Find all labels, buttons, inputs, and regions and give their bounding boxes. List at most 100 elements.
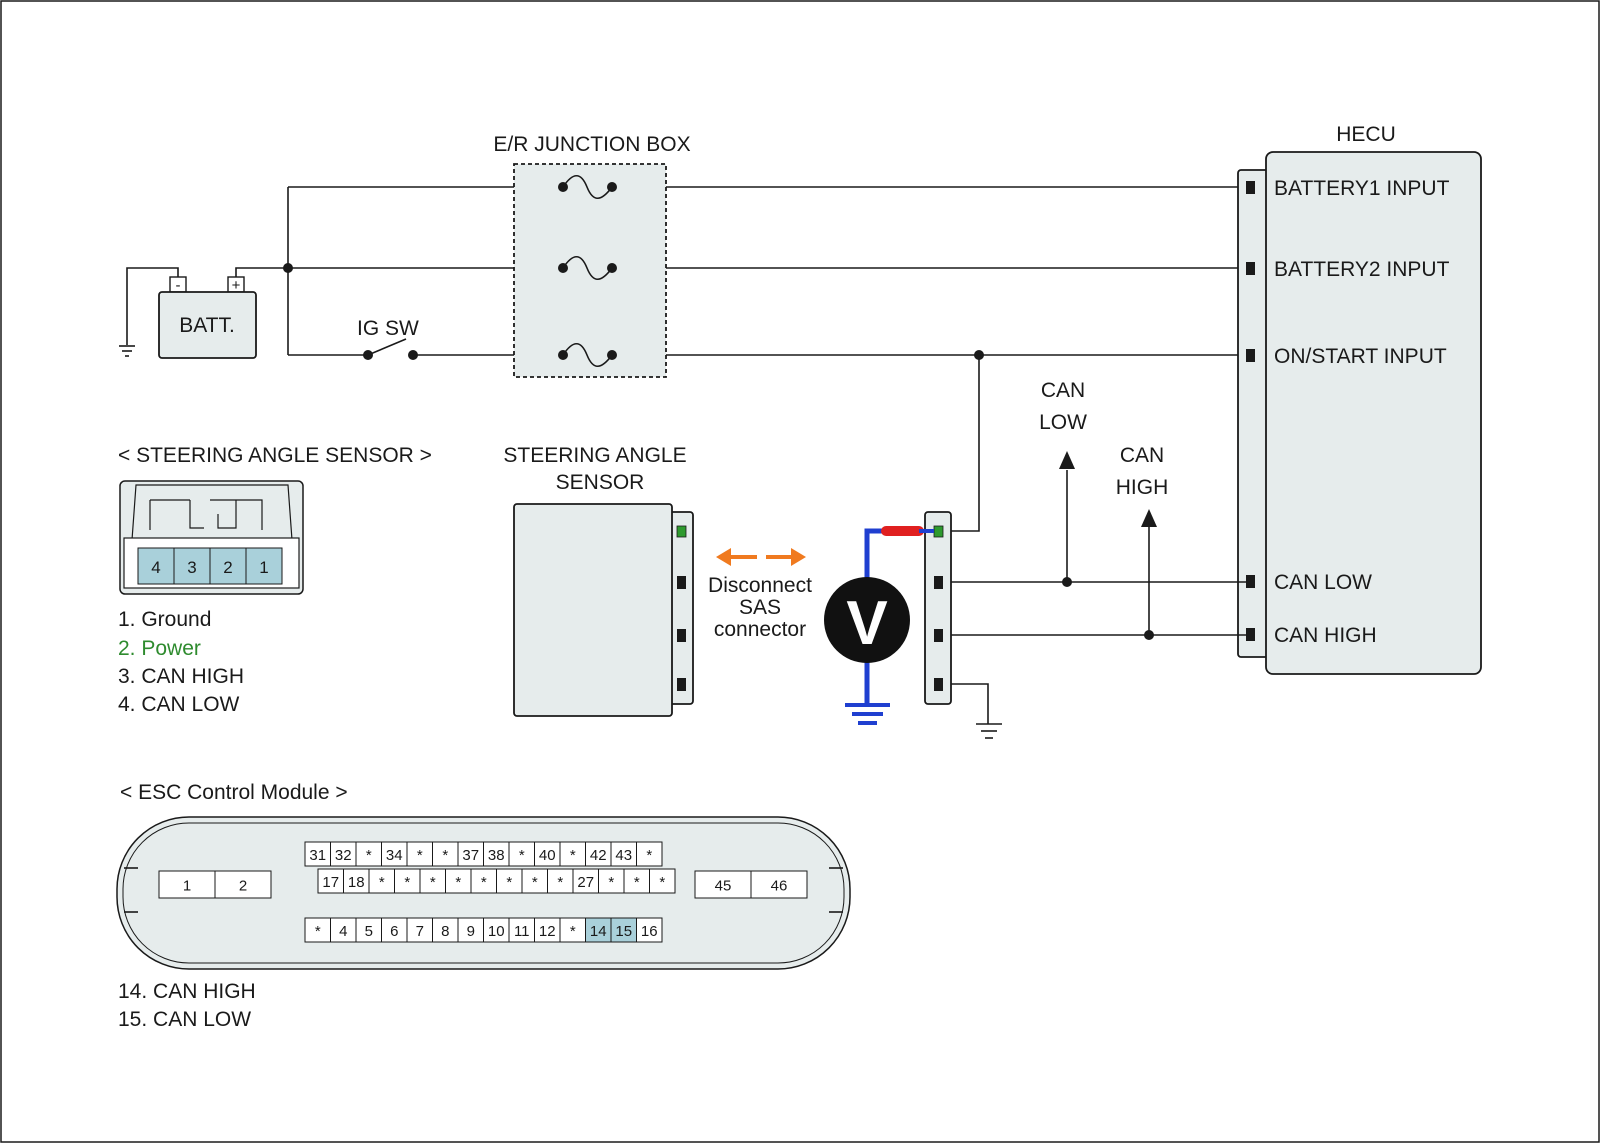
disconnect-note: connector xyxy=(714,618,806,641)
esc-pin-cell xyxy=(521,868,548,894)
esc-pin-45: 45 xyxy=(715,878,732,895)
esc-pin-cell xyxy=(636,917,663,943)
esc-pin-unused: * xyxy=(455,874,461,891)
can-wiring xyxy=(940,451,1250,739)
esc-pin-42: 42 xyxy=(590,847,607,864)
esc-module-title: < ESC Control Module > xyxy=(120,781,348,804)
esc-pin-cell xyxy=(598,868,625,894)
esc-pin-cell xyxy=(750,870,808,899)
esc-pin-11: 11 xyxy=(514,923,530,940)
esc-pin-unused: * xyxy=(430,874,436,891)
esc-pin-10: 10 xyxy=(488,923,505,940)
esc-pin-cell xyxy=(406,841,433,867)
esc-pin-1: 1 xyxy=(183,878,191,895)
esc-pin-cell xyxy=(470,868,497,894)
sas-legend-ground: 1. Ground xyxy=(118,608,211,631)
esc-pin-unused: * xyxy=(646,847,652,864)
sas-connector-face: < STEERING ANGLE SENSOR > 4 3 2 1 xyxy=(118,444,432,595)
esc-pin-5: 5 xyxy=(365,923,373,940)
esc-pin-cell xyxy=(381,841,408,867)
esc-pin-38: 38 xyxy=(488,847,505,864)
sas-legend-can-low: 4. CAN LOW xyxy=(118,693,240,716)
esc-pin-cell xyxy=(419,868,446,894)
esc-pin-15: 15 xyxy=(615,923,632,940)
esc-pin-unused: * xyxy=(366,847,372,864)
voltmeter-symbol: V xyxy=(846,589,887,658)
hecu-pin-battery2: BATTERY2 INPUT xyxy=(1274,258,1450,281)
disconnect-arrows xyxy=(716,548,806,566)
sas-module: STEERING ANGLE SENSOR xyxy=(503,444,694,717)
arrow-up-icon xyxy=(1141,509,1157,527)
esc-pin-unused: * xyxy=(532,874,538,891)
junction-box-title: E/R JUNCTION BOX xyxy=(493,133,690,156)
sas-connector-title: < STEERING ANGLE SENSOR > xyxy=(118,444,432,467)
esc-pin-cell xyxy=(534,917,561,943)
esc-pin-cell xyxy=(496,868,523,894)
esc-pin-cell xyxy=(158,870,216,899)
hecu-pin-on-start: ON/START INPUT xyxy=(1274,345,1447,368)
esc-pin-cell xyxy=(649,868,676,894)
esc-pin-cell xyxy=(508,917,535,943)
ground-symbol xyxy=(119,345,135,357)
esc-pin-cell xyxy=(445,868,472,894)
esc-pin-unused: * xyxy=(379,874,385,891)
esc-pin-unused: * xyxy=(608,874,614,891)
esc-pin-cell xyxy=(406,917,433,943)
esc-legend-can-low: 15. CAN LOW xyxy=(118,1008,251,1031)
esc-pin-37: 37 xyxy=(462,847,479,864)
esc-pin-46: 46 xyxy=(771,878,788,895)
fuse-icon xyxy=(558,342,617,368)
fuse-icon xyxy=(558,255,617,281)
esc-pin-17: 17 xyxy=(322,874,339,891)
voltmeter-icon xyxy=(824,577,910,663)
esc-pin-cell xyxy=(585,841,612,867)
sas-pin-2: 2 xyxy=(223,558,232,577)
can-low-arrow-label: LOW xyxy=(1039,411,1087,434)
ground-symbol xyxy=(976,723,1002,739)
esc-pin-14: 14 xyxy=(590,923,607,940)
esc-pin-cell xyxy=(483,917,510,943)
battery-label: BATT. xyxy=(179,314,235,337)
esc-pin-unused: * xyxy=(557,874,563,891)
sas-module-title: SENSOR xyxy=(556,471,645,494)
sas-module-title: STEERING ANGLE xyxy=(503,444,686,467)
junction-dot xyxy=(283,263,293,273)
hecu-pin-can-high: CAN HIGH xyxy=(1274,624,1377,647)
esc-pin-43: 43 xyxy=(615,847,632,864)
esc-pin-cell xyxy=(330,841,357,867)
esc-pin-unused: * xyxy=(570,847,576,864)
disconnect-note: Disconnect xyxy=(708,574,812,597)
esc-pin-2: 2 xyxy=(239,878,247,895)
esc-pin-12: 12 xyxy=(539,923,556,940)
esc-pin-cell xyxy=(572,868,599,894)
esc-pin-unused: * xyxy=(315,923,321,940)
esc-pin-cell xyxy=(508,841,535,867)
junction-box: E/R JUNCTION BOX xyxy=(493,133,691,378)
esc-pin-cell xyxy=(534,841,561,867)
arrow-right-icon xyxy=(791,548,806,566)
esc-pin-unused: * xyxy=(404,874,410,891)
esc-pin-cell xyxy=(355,841,382,867)
disconnect-note: SAS xyxy=(739,596,781,619)
battery-positive-terminal: + xyxy=(232,277,241,294)
arrow-left-icon xyxy=(716,548,731,566)
esc-pin-32: 32 xyxy=(335,847,352,864)
esc-pin-9: 9 xyxy=(467,923,475,940)
esc-pin-unused: * xyxy=(506,874,512,891)
esc-pin-cell xyxy=(304,841,331,867)
can-high-arrow-label: HIGH xyxy=(1116,476,1169,499)
esc-pin-cell xyxy=(355,917,382,943)
arrow-up-icon xyxy=(1059,451,1075,469)
esc-pin-cell xyxy=(330,917,357,943)
ignition-switch: IG SW xyxy=(357,317,419,360)
sas-legend-power: 2. Power xyxy=(118,637,201,660)
battery: - + BATT. xyxy=(158,276,257,359)
hecu-pin-can-low: CAN LOW xyxy=(1274,571,1372,594)
esc-pin-unused: * xyxy=(417,847,423,864)
sas-harness-connector xyxy=(924,511,952,705)
esc-pin-unused: * xyxy=(634,874,640,891)
esc-pin-cell xyxy=(368,868,395,894)
esc-pin-cell xyxy=(317,868,344,894)
